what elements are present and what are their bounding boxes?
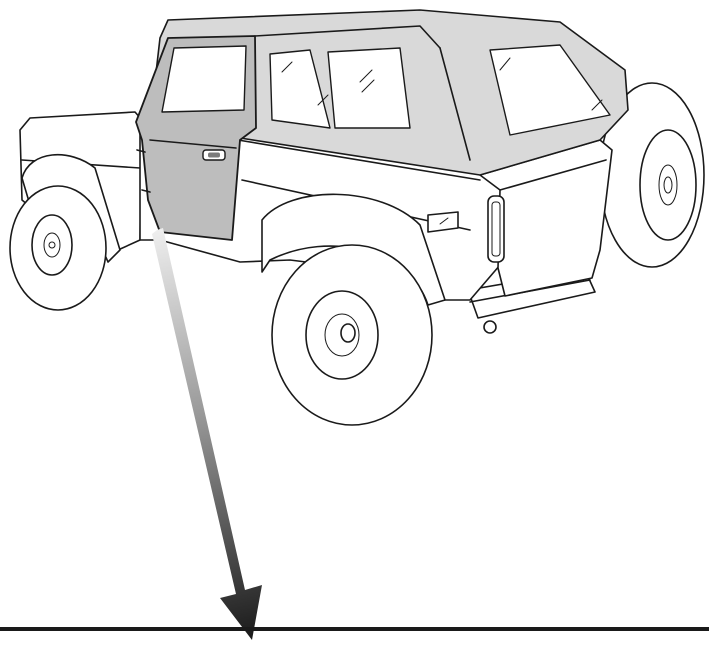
baseline [0, 627, 709, 631]
side-marker-light [428, 212, 458, 232]
side-window-rear [328, 48, 410, 128]
rear-wheel [262, 194, 445, 425]
tail-light [488, 196, 504, 262]
indicator-arrow [152, 228, 262, 640]
door-window [162, 46, 246, 112]
